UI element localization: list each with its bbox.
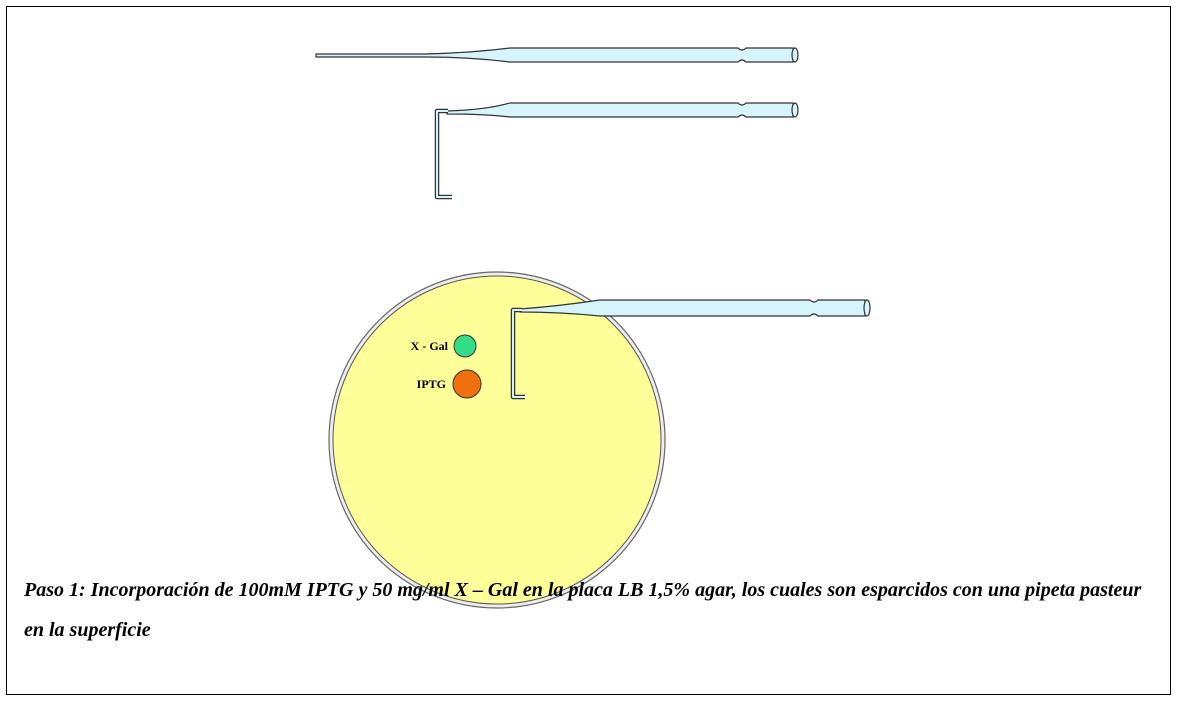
bent-pipette-icon — [434, 102, 799, 200]
figure-caption: Paso 1: Incorporación de 100mM IPTG y 50… — [24, 579, 1142, 641]
xgal-spot — [453, 334, 477, 358]
spreader-pipette-icon — [510, 299, 871, 400]
xgal-label: X - Gal — [411, 339, 449, 353]
iptg-spot — [452, 369, 482, 399]
iptg-label: IPTG — [417, 377, 446, 391]
straight-pipette-icon — [315, 47, 799, 63]
petri-plate — [328, 271, 666, 609]
